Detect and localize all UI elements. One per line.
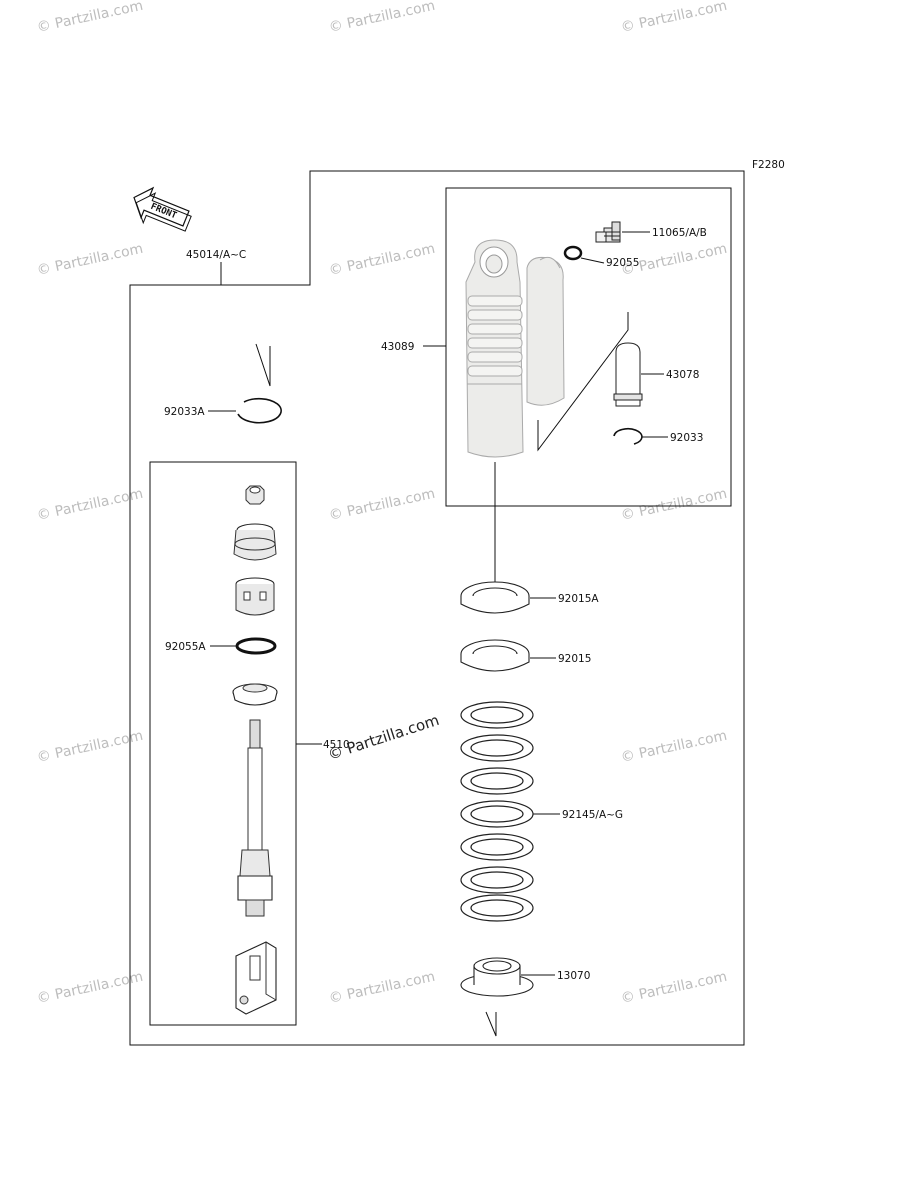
label-spring-seat: 13070 xyxy=(557,970,590,982)
label-circlip-left: 92033A xyxy=(164,406,205,418)
valve-icon xyxy=(595,221,621,243)
label-valve: 11065/A/B xyxy=(652,227,707,239)
circlip-icon xyxy=(613,428,643,445)
shock-body-box xyxy=(445,187,732,507)
piston-icon xyxy=(235,577,275,616)
leader-line xyxy=(580,257,605,264)
watermarks: © Partzilla.com © Partzilla.com © Partzi… xyxy=(36,0,729,1007)
reservoir-cylinder xyxy=(526,256,565,406)
watermark-text: © Partzilla.com xyxy=(36,241,145,279)
assembly-outline xyxy=(129,170,745,1046)
label-nut-upper: 92015A xyxy=(558,593,599,605)
label-bladder: 43078 xyxy=(666,369,699,381)
o-ring-icon xyxy=(235,637,277,655)
watermark-text: © Partzilla.com xyxy=(36,486,145,524)
watermark-text: © Partzilla.com xyxy=(620,728,729,766)
watermark-text: © Partzilla.com xyxy=(328,486,437,524)
watermark-text: © Partzilla.com xyxy=(36,0,145,36)
axis-line xyxy=(255,343,271,387)
seal-cap-icon xyxy=(232,683,278,706)
bump-stop-icon xyxy=(233,523,277,561)
watermark-text: © Partzilla.com xyxy=(620,0,729,36)
label-rod-assembly: 4510 xyxy=(323,739,350,751)
spring-seat-icon xyxy=(460,957,534,997)
label-o-ring-left: 92055A xyxy=(165,641,206,653)
label-shock-body: 43089 xyxy=(381,341,414,353)
label-spring: 92145/A~G xyxy=(562,809,623,821)
label-assembly: 45014/A~C xyxy=(186,249,246,261)
axis-line xyxy=(485,1011,497,1037)
label-circlip-right: 92033 xyxy=(670,432,703,444)
spring-icon xyxy=(460,701,534,922)
nut-upper-icon xyxy=(460,581,530,614)
watermark-text: © Partzilla.com xyxy=(620,486,729,524)
watermark-text: © Partzilla.com xyxy=(328,969,437,1007)
watermark-text: © Partzilla.com xyxy=(620,969,729,1007)
figure-code: F2280 xyxy=(752,159,785,171)
watermark-main: © Partzilla.com xyxy=(326,711,442,764)
watermark-text: © Partzilla.com xyxy=(328,0,437,36)
piston-rod-icon xyxy=(237,719,273,917)
reservoir-leader xyxy=(537,312,629,452)
bladder-icon xyxy=(613,342,643,407)
small-nut-icon xyxy=(245,485,265,505)
nut-lower-icon xyxy=(460,639,530,672)
clevis-icon xyxy=(235,941,277,1015)
front-arrow-icon: FRONT xyxy=(133,186,192,232)
shock-body-cylinder xyxy=(465,239,524,458)
watermark-text: © Partzilla.com xyxy=(36,969,145,1007)
label-nut-lower: 92015 xyxy=(558,653,591,665)
o-ring-icon xyxy=(563,245,583,261)
watermark-text: © Partzilla.com xyxy=(36,728,145,766)
label-o-ring-top: 92055 xyxy=(606,257,639,269)
circlip-icon xyxy=(237,397,282,424)
watermark-text: © Partzilla.com xyxy=(328,241,437,279)
